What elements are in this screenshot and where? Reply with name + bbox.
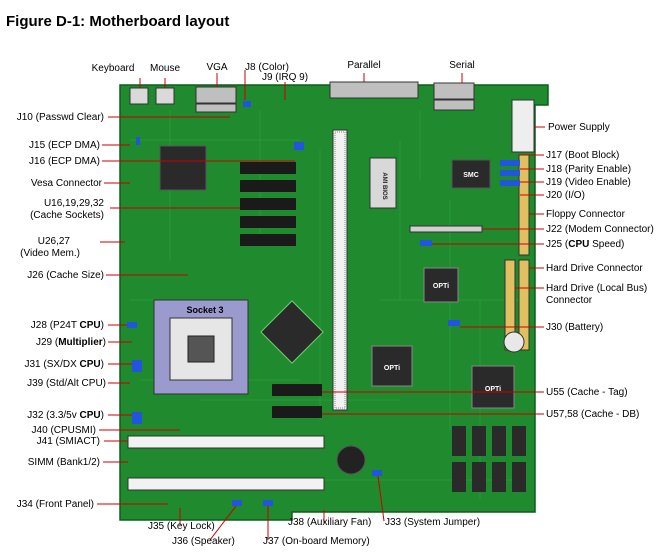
cache-ram-chips <box>240 162 296 246</box>
label-j40: J40 (CPUSMI) <box>32 425 96 436</box>
io-chip <box>159 145 207 191</box>
label-u26-line1: U26,27 <box>38 236 71 247</box>
vga-port <box>195 86 237 104</box>
label-j36: J36 (Speaker) <box>172 536 235 547</box>
parallel-port <box>329 81 419 99</box>
simm-slot-2 <box>127 477 325 491</box>
simm-slot-1 <box>127 435 325 449</box>
label-u55: U55 (Cache - Tag) <box>546 387 628 398</box>
label-j17: J17 (Boot Block) <box>546 150 619 161</box>
label-j35: J35 (Key Lock) <box>148 521 215 532</box>
label-j26: J26 (Cache Size) <box>27 270 104 281</box>
modem-connector <box>409 225 483 233</box>
label-j15: J15 (ECP DMA) <box>29 140 100 151</box>
label-u16-line1: U16,19,29,32 <box>44 198 104 209</box>
jumper-blocks <box>127 101 520 506</box>
figure-title: Figure D-1: Motherboard layout <box>6 13 230 30</box>
vga-port-2 <box>195 103 237 113</box>
vl-bus-slot-1 <box>332 129 348 411</box>
vl-bus-slot-2 <box>334 131 346 409</box>
smc-chip <box>451 159 491 189</box>
label-j38: J38 (Auxiliary Fan) <box>288 517 371 528</box>
smc-chip-label: SMC <box>463 172 479 179</box>
onboard-memory-chips <box>452 426 526 492</box>
label-j25: J25 (CPU Speed) <box>546 239 624 250</box>
label-j22: J22 (Modem Connector) <box>546 224 654 235</box>
opti-chip-2 <box>371 345 413 387</box>
label-u26-line2: (Video Mem.) <box>20 248 80 259</box>
cpu-socket-lever <box>187 335 215 363</box>
label-hdd: Hard Drive Connector <box>546 263 643 274</box>
label-j34: J34 (Front Panel) <box>17 499 94 510</box>
label-j30: J30 (Battery) <box>546 322 603 333</box>
cache-tag-chip <box>272 384 322 396</box>
opti-chip-1-label: OPTi <box>433 283 449 290</box>
opti-chip-1 <box>423 267 459 303</box>
label-hdd-local-bus-line2: Connector <box>546 295 593 306</box>
hdd-connector <box>518 259 530 351</box>
label-keyboard: Keyboard <box>92 63 135 74</box>
label-j41: J41 (SMIACT) <box>37 436 100 447</box>
label-simm: SIMM (Bank1/2) <box>28 457 100 468</box>
chipset-chip <box>260 300 324 364</box>
label-u16-line2: (Cache Sockets) <box>30 210 104 221</box>
label-j31: J31 (SX/DX CPU) <box>25 359 105 370</box>
label-j10: J10 (Passwd Clear) <box>17 112 104 123</box>
cpu-socket-label: Socket 3 <box>186 305 223 315</box>
label-j19: J19 (Video Enable) <box>546 177 631 188</box>
opti-chip-2-label: OPTi <box>384 365 400 372</box>
floppy-connector <box>518 154 530 256</box>
label-serial: Serial <box>449 60 475 71</box>
label-j9: J9 (IRQ 9) <box>262 72 308 83</box>
label-j16: J16 (ECP DMA) <box>29 156 100 167</box>
leader-lines <box>97 70 545 541</box>
bios-chip <box>369 157 397 209</box>
bios-chip-label: AMI BIOS <box>381 172 387 199</box>
label-parallel: Parallel <box>347 60 380 71</box>
label-u57: U57,58 (Cache - DB) <box>546 409 639 420</box>
speaker <box>336 445 366 475</box>
power-supply-connector <box>511 99 535 153</box>
cache-db-chip <box>272 406 322 418</box>
label-j28: J28 (P24T CPU) <box>31 320 104 331</box>
label-vesa: Vesa Connector <box>31 178 103 189</box>
label-j33: J33 (System Jumper) <box>385 517 480 528</box>
label-mouse: Mouse <box>150 63 180 74</box>
label-vga: VGA <box>206 62 227 73</box>
label-j32: J32 (3.3/5v CPU) <box>27 410 104 421</box>
label-floppy: Floppy Connector <box>546 209 626 220</box>
serial-port <box>433 82 475 100</box>
label-j39: J39 (Std/Alt CPU) <box>27 378 106 389</box>
label-hdd-local-bus-line1: Hard Drive (Local Bus) <box>546 283 647 294</box>
battery <box>503 331 525 353</box>
label-j8: J8 (Color) <box>245 62 289 73</box>
opti-chip-3-label: OPTi <box>485 386 501 393</box>
label-j29: J29 (Multiplier) <box>36 337 106 348</box>
label-j18: J18 (Parity Enable) <box>546 164 631 175</box>
mouse-port <box>155 87 175 105</box>
keyboard-port <box>129 87 149 105</box>
label-j20: J20 (I/O) <box>546 190 585 201</box>
opti-chip-3 <box>471 365 515 409</box>
serial-port-2 <box>433 99 475 111</box>
label-power-supply: Power Supply <box>548 122 610 133</box>
label-j37: J37 (On-board Memory) <box>263 536 370 547</box>
